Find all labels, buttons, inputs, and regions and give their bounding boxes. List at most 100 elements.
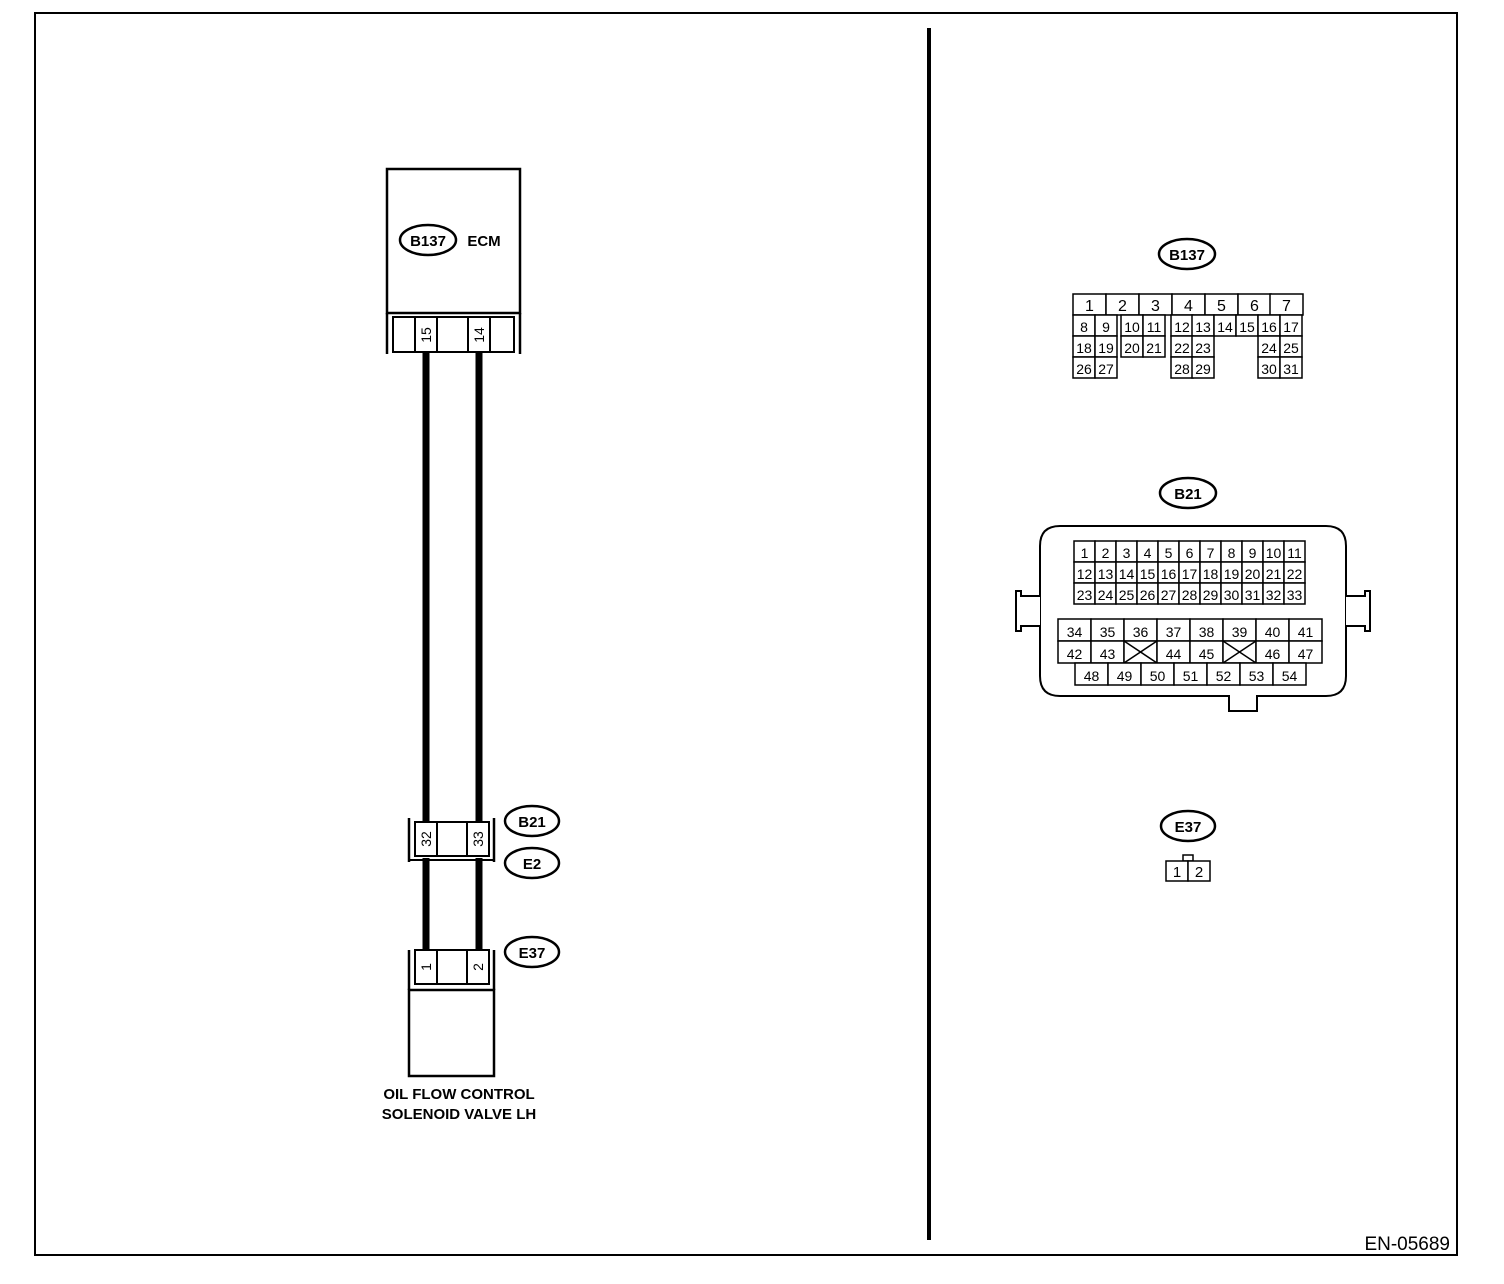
b21-pin-23: 23 bbox=[1077, 587, 1093, 603]
diagram-frame bbox=[34, 12, 1458, 1256]
b137-pin-27: 27 bbox=[1098, 361, 1114, 377]
b21-badge bbox=[503, 804, 561, 838]
b21-pin-34: 34 bbox=[1067, 624, 1083, 640]
b21-pin-21: 21 bbox=[1266, 566, 1282, 582]
e37-latch bbox=[1182, 854, 1194, 862]
b21-pin-33-cell bbox=[1283, 582, 1306, 605]
ecm-pin-14: 14 bbox=[471, 327, 487, 343]
b21-pin-43: 43 bbox=[1100, 646, 1116, 662]
b137-pin-5: 5 bbox=[1217, 298, 1226, 315]
e2-badge bbox=[503, 846, 561, 880]
b21-pin-41: 41 bbox=[1298, 624, 1314, 640]
b21-pin-28: 28 bbox=[1182, 587, 1198, 603]
b21-row2-blank-5-blank-x2 bbox=[1222, 640, 1257, 664]
e2-badge-label: E2 bbox=[523, 856, 541, 873]
e37-view-badge bbox=[1159, 809, 1217, 843]
b21-pin-11: 11 bbox=[1287, 545, 1302, 561]
b137-pin-30: 30 bbox=[1261, 361, 1277, 377]
b21-pin-10: 10 bbox=[1266, 545, 1282, 561]
b21-pin-37: 37 bbox=[1166, 624, 1182, 640]
b137-pin-1: 1 bbox=[1085, 298, 1094, 315]
b21-pin-18: 18 bbox=[1203, 566, 1219, 582]
b21-left-tab bbox=[1015, 590, 1040, 632]
joint-pin-32: 32 bbox=[418, 831, 434, 847]
b137-pin-24: 24 bbox=[1261, 340, 1277, 356]
b137-pin-19: 19 bbox=[1098, 340, 1114, 356]
b21-view-badge bbox=[1158, 476, 1218, 510]
b21-pin-48: 48 bbox=[1084, 668, 1100, 684]
b21-right-tab bbox=[1346, 590, 1371, 632]
valve-label-line1: OIL FLOW CONTROL bbox=[383, 1086, 534, 1103]
b21-pin-35: 35 bbox=[1100, 624, 1116, 640]
b21-pin-6: 6 bbox=[1186, 545, 1194, 561]
ecm-pin-15: 15 bbox=[418, 327, 434, 343]
b21-pin-33: 33 bbox=[1287, 587, 1303, 603]
ecm-connector-id: B137 bbox=[410, 233, 446, 250]
b21-pin-1: 1 bbox=[1081, 545, 1089, 561]
ecm-label: ECM bbox=[467, 233, 500, 250]
b21-pin-32: 32 bbox=[1266, 587, 1282, 603]
b21-pin-7: 7 bbox=[1207, 545, 1215, 561]
b21-pin-39: 39 bbox=[1232, 624, 1248, 640]
b21-pin-44: 44 bbox=[1166, 646, 1182, 662]
b137-pin-29: 29 bbox=[1195, 361, 1211, 377]
b21-pin-9: 9 bbox=[1249, 545, 1257, 561]
b137-pin-6: 6 bbox=[1250, 298, 1259, 315]
b137-pin-31: 31 bbox=[1283, 361, 1299, 377]
e37-connector-view: E37 1 2 bbox=[1159, 809, 1217, 882]
b21-pin-3: 3 bbox=[1123, 545, 1131, 561]
b21-row2-blank-2-blank-x2 bbox=[1123, 640, 1158, 664]
b21-pin-40: 40 bbox=[1265, 624, 1281, 640]
b21-pin-20: 20 bbox=[1245, 566, 1261, 582]
b137-pin-15: 15 bbox=[1239, 319, 1255, 335]
b21-pin-36: 36 bbox=[1133, 624, 1149, 640]
b21-pin-38: 38 bbox=[1199, 624, 1215, 640]
ecm-connector-badge bbox=[398, 223, 458, 257]
b137-pin-26: 26 bbox=[1076, 361, 1092, 377]
joint-pin-33: 33 bbox=[470, 831, 486, 847]
b21-pin-42: 42 bbox=[1067, 646, 1083, 662]
b21-pin-16: 16 bbox=[1161, 566, 1177, 582]
b21-pin-54: 54 bbox=[1282, 668, 1298, 684]
b137-pin-25: 25 bbox=[1283, 340, 1299, 356]
b21-pin-14: 14 bbox=[1119, 566, 1135, 582]
b21-pin-22: 22 bbox=[1287, 566, 1303, 582]
e37-pin-1: 1 bbox=[1173, 864, 1181, 881]
b21-pin-47: 47 bbox=[1298, 646, 1314, 662]
b21-pin-24: 24 bbox=[1098, 587, 1114, 603]
e37-badge-label: E37 bbox=[519, 945, 546, 962]
b137-pin-18: 18 bbox=[1076, 340, 1092, 356]
b21-pin-17: 17 bbox=[1182, 566, 1198, 582]
joint-pin-32-cell bbox=[414, 821, 438, 857]
b137-pin-10: 10 bbox=[1124, 319, 1140, 335]
e37-pin-2: 2 bbox=[1195, 864, 1203, 881]
b21-pin-4: 4 bbox=[1144, 545, 1152, 561]
b137-pin-23: 23 bbox=[1195, 340, 1211, 356]
b137-pin-28: 28 bbox=[1174, 361, 1190, 377]
b21-pin-50: 50 bbox=[1150, 668, 1166, 684]
document-id: EN-05689 bbox=[1364, 1234, 1450, 1255]
b21-pin-46: 46 bbox=[1265, 646, 1281, 662]
b137-pin-27-cell bbox=[1094, 356, 1118, 379]
b21-pin-5: 5 bbox=[1165, 545, 1173, 561]
joint-connector-b21-e2: 32 33 B21 E2 bbox=[407, 804, 561, 880]
joint-pin-33-cell bbox=[466, 821, 490, 857]
b137-pin-14: 14 bbox=[1217, 319, 1233, 335]
b21-pin-13: 13 bbox=[1098, 566, 1114, 582]
b21-badge-label: B21 bbox=[518, 814, 546, 831]
b137-pin-9: 9 bbox=[1102, 319, 1110, 335]
b21-pin-51: 51 bbox=[1183, 668, 1199, 684]
e37-badge bbox=[503, 935, 561, 969]
b137-pin-13: 13 bbox=[1195, 319, 1211, 335]
b21-pin-26: 26 bbox=[1140, 587, 1156, 603]
b137-view-badge bbox=[1157, 237, 1217, 271]
b137-pin-7: 7 bbox=[1282, 298, 1291, 315]
b137-pin-20: 20 bbox=[1124, 340, 1140, 356]
ecm-connector-housing bbox=[392, 316, 515, 353]
b137-pin-11: 11 bbox=[1147, 319, 1162, 335]
valve-label-line2: SOLENOID VALVE LH bbox=[382, 1106, 536, 1123]
b137-pin-17: 17 bbox=[1283, 319, 1299, 335]
b21-pin-52: 52 bbox=[1216, 668, 1232, 684]
